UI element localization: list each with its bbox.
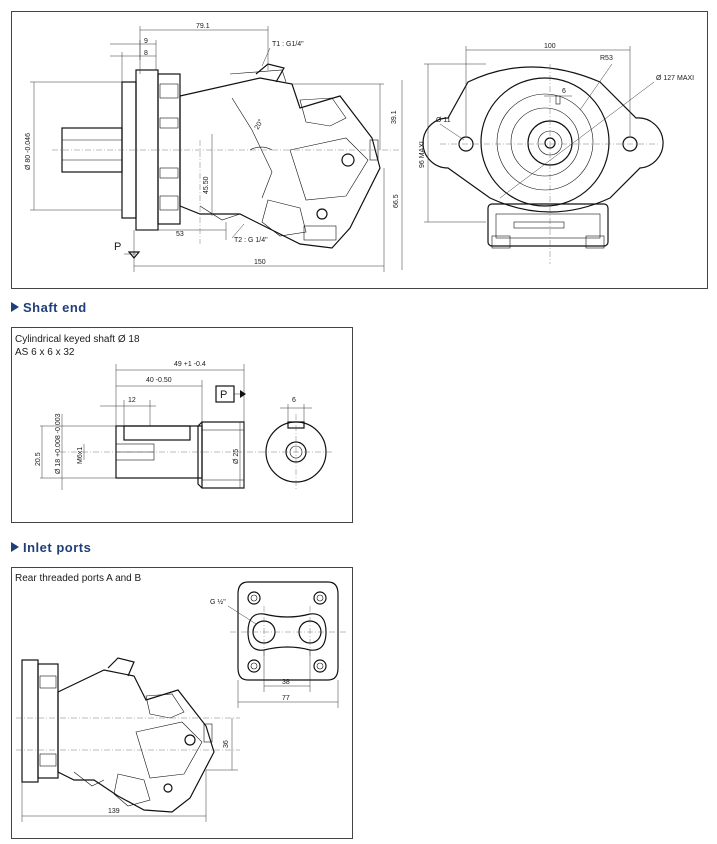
port-t2-label: T2 : G 1/4" [234,237,268,244]
section-arrow-icon [11,302,19,312]
pump-body [179,77,381,249]
pressure-port-p: P [114,241,121,253]
dim-6-key: 6 [292,397,296,404]
dim-r53: R53 [600,55,613,62]
dim-40: 40 -0.50 [146,377,172,384]
dim-77: 77 [282,695,290,702]
dim-53: 53 [176,231,184,238]
dim-9: 9 [144,38,148,45]
port-face-outline [237,581,339,681]
dim-36: 36 [223,740,230,748]
section-header-shaft-end: Shaft end [11,300,87,315]
dim-8: 8 [144,50,148,57]
inlet-ports-frame [11,567,353,839]
dim-100: 100 [544,43,556,50]
dim-12: 12 [128,397,136,404]
dim-diam-127: Ø 127 MAXI [656,75,694,82]
section-header-inlet-ports: Inlet ports [11,540,91,555]
dim-79-1: 79.1 [196,23,210,30]
dim-6-front: 6 [562,88,566,95]
dim-diam-80: Ø 80 -0.046 [25,133,32,170]
main-drawing-frame [11,11,708,289]
dim-diam-25: Ø 25 [233,449,240,464]
dim-diam-11: Ø 11 [436,117,451,124]
dim-39-1: 39.1 [391,110,398,124]
dim-150: 150 [254,259,266,266]
dim-45-50: 45.50 [203,176,210,194]
front-flange-outline [422,66,664,213]
pump-body-side [57,669,215,813]
dim-96-maxi: 96 MAXI [419,141,426,168]
ports-caption: Rear threaded ports A and B [15,573,142,584]
dim-38: 38 [282,679,290,686]
section-arrow-icon [11,542,19,552]
shaft-caption: Cylindrical keyed shaft Ø 18 AS 6 x 6 x … [15,334,140,358]
port-thread-label: G ½" [210,598,226,606]
thread-m6: M6x1 [77,447,84,464]
dim-139: 139 [108,808,120,815]
dim-20-5: 20.5 [35,452,42,466]
shaft-pressure-p: P [220,389,227,401]
dim-66-5: 66.5 [393,194,400,208]
port-t1-label: T1 : G1/4" [272,41,304,48]
dim-49: 49 +1 -0.4 [174,361,206,368]
dim-diam-18: Ø 18 +0.008 -0.003 [55,413,62,474]
